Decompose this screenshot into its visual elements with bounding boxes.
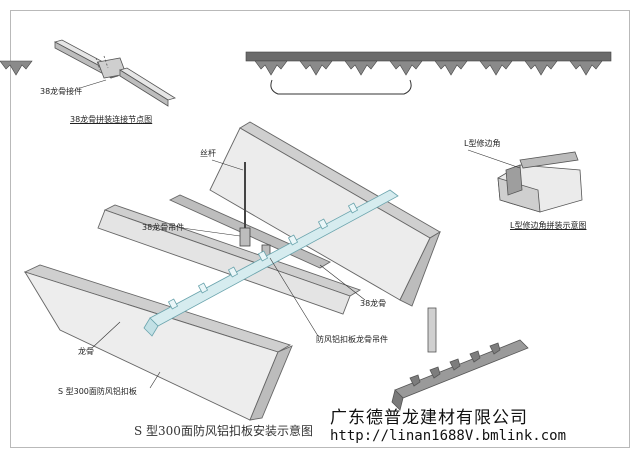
connector-detail bbox=[53, 39, 176, 107]
keel-38-label: 38龙骨 bbox=[360, 299, 387, 308]
connector-leader bbox=[79, 79, 107, 89]
diagram-title: S 型300面防风铝扣板安装示意图 bbox=[134, 424, 313, 438]
diagram-frame bbox=[10, 10, 630, 448]
panel-label: S 型300面防风铝扣板 bbox=[58, 387, 137, 396]
l-trim-label: L型修边角 bbox=[464, 139, 501, 148]
keel-profile-detail bbox=[0, 51, 612, 95]
hanger-38-label: 38龙骨吊件 bbox=[142, 223, 185, 232]
hanger-rod-label: 丝杆 bbox=[200, 149, 216, 158]
wind-hanger-detail bbox=[391, 307, 529, 411]
keel-38 bbox=[143, 189, 399, 337]
l-trim-detail bbox=[497, 151, 583, 213]
leader-lines bbox=[91, 159, 366, 389]
company-name: 广东德普龙建材有限公司 bbox=[330, 408, 528, 428]
connector-label: 38龙骨接件 bbox=[40, 87, 83, 96]
company-url: http://linan1688V.bmlink.com bbox=[330, 428, 567, 444]
keel-label: 龙骨 bbox=[78, 347, 94, 356]
connector-caption: 38龙骨拼装连接节点图 bbox=[70, 115, 153, 124]
l-trim-leader bbox=[467, 149, 521, 169]
wind-hanger-label: 防风铝扣板龙骨吊件 bbox=[316, 335, 388, 344]
l-trim-caption: L型修边角拼装示意图 bbox=[510, 221, 587, 230]
ceiling-panels bbox=[23, 121, 441, 421]
